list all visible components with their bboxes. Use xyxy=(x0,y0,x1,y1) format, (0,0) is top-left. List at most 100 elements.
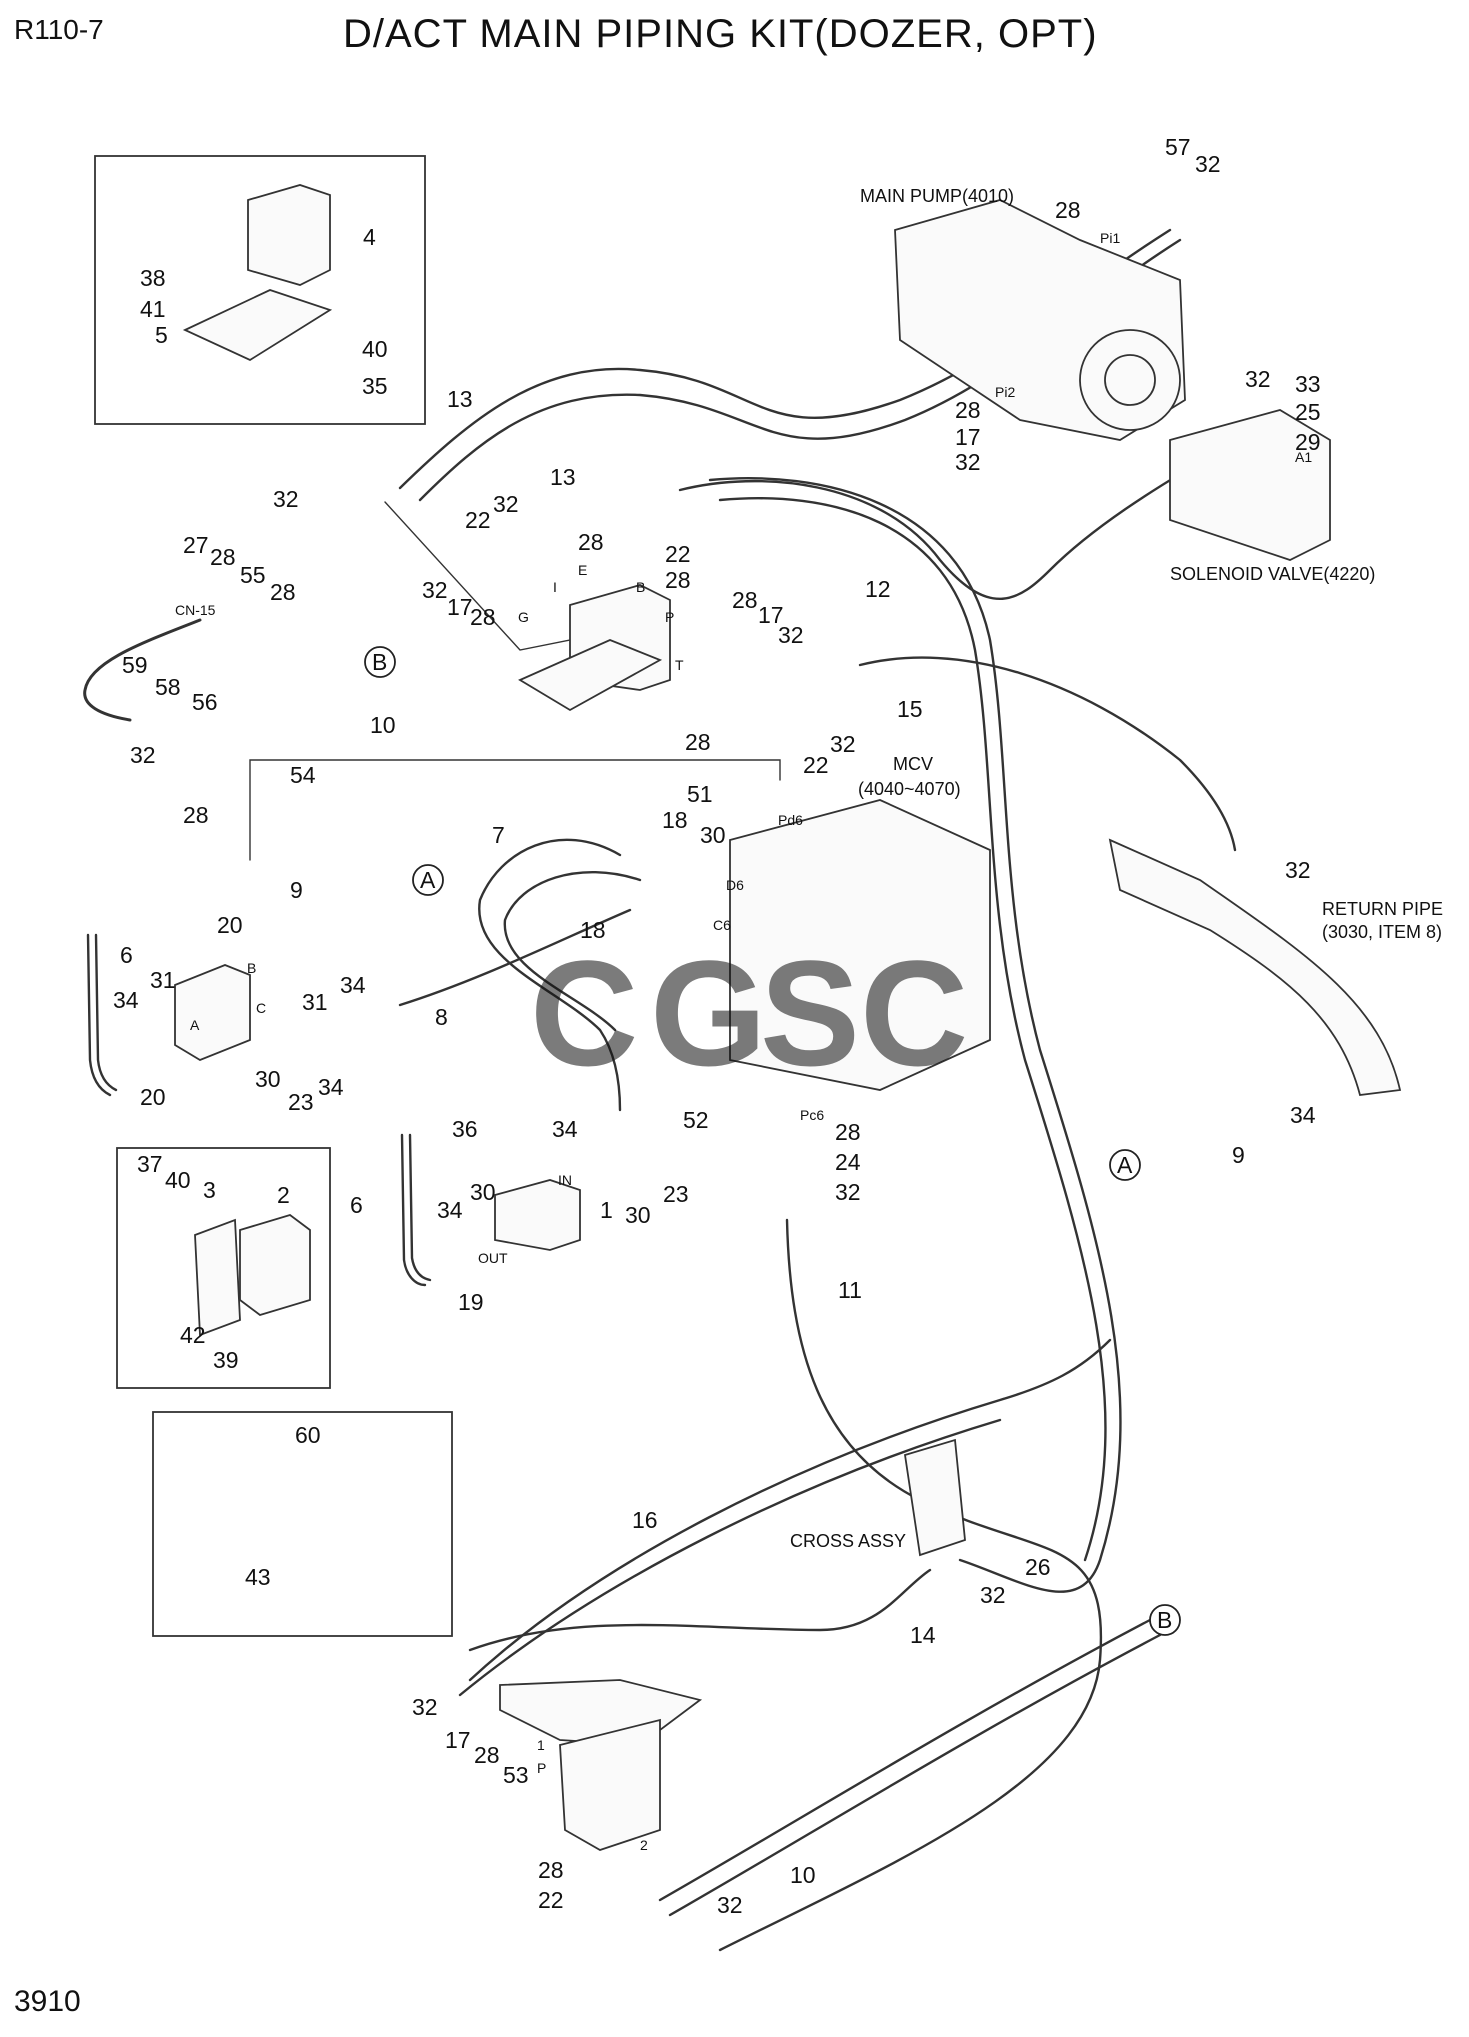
part-number: 28 xyxy=(538,1857,564,1883)
part-number: 17 xyxy=(955,424,981,450)
part-number: 32 xyxy=(130,742,156,768)
port-label: Pi2 xyxy=(995,384,1015,400)
svg-text:G: G xyxy=(650,929,767,1097)
part-number: 32 xyxy=(835,1179,861,1205)
part-number: 30 xyxy=(255,1066,281,1092)
part-number: 1 xyxy=(600,1197,613,1223)
port-label: P xyxy=(537,1760,546,1776)
part-number: 25 xyxy=(1295,399,1321,425)
part-number: 10 xyxy=(790,1862,816,1888)
part-number: 32 xyxy=(273,486,299,512)
port-label: Pc6 xyxy=(800,1107,824,1123)
part-number: 28 xyxy=(210,544,236,570)
part-number: 31 xyxy=(302,989,328,1015)
part-number: 34 xyxy=(340,972,366,998)
cable-cn15 xyxy=(83,618,202,722)
mcv-block xyxy=(729,799,991,1091)
part-number: 42 xyxy=(180,1322,206,1348)
part-number: 28 xyxy=(270,579,296,605)
pipe-10-a xyxy=(658,1618,1152,1902)
hose-16 xyxy=(468,1338,1112,1682)
port-label: I xyxy=(553,579,557,595)
part-number: 24 xyxy=(835,1149,861,1175)
shuttle-block-1 xyxy=(494,1179,581,1251)
port-label: 2 xyxy=(640,1837,648,1853)
part-number: 18 xyxy=(580,917,606,943)
part-number: 17 xyxy=(758,602,784,628)
label-main-pump: MAIN PUMP(4010) xyxy=(860,186,1014,206)
callout-circle xyxy=(1149,1604,1181,1636)
part-number: 19 xyxy=(458,1289,484,1315)
part-number: 10 xyxy=(370,712,396,738)
part-number: 40 xyxy=(165,1167,191,1193)
block-2 xyxy=(239,1214,311,1316)
part-number: 6 xyxy=(350,1192,363,1218)
port-label: OUT xyxy=(478,1250,508,1266)
solenoid-block-4 xyxy=(247,184,331,286)
part-number: 20 xyxy=(217,912,243,938)
port-label: T xyxy=(675,657,684,673)
components-layer xyxy=(94,155,1402,1851)
port-label: B xyxy=(247,960,256,976)
part-number: 51 xyxy=(687,781,713,807)
part-number: 16 xyxy=(632,1507,658,1533)
hose-14 xyxy=(468,1568,932,1652)
pipe-6-left-b xyxy=(94,933,118,1092)
watermark: C G S C xyxy=(530,929,968,1097)
callout-letter: B xyxy=(372,649,387,675)
pipe-6-mid-b xyxy=(408,1133,432,1282)
part-number: 59 xyxy=(122,652,148,678)
part-number: 33 xyxy=(1295,371,1321,397)
part-number: 30 xyxy=(625,1202,651,1228)
part-number: 34 xyxy=(318,1074,344,1100)
pipe-6-mid xyxy=(400,1133,427,1287)
part-number: 22 xyxy=(665,541,691,567)
callout-circle xyxy=(1109,1149,1141,1181)
pipe-6-left xyxy=(86,933,112,1097)
part-number: 31 xyxy=(150,967,176,993)
solenoid-valve-4220 xyxy=(1169,409,1331,561)
port-label: 1 xyxy=(537,1737,545,1753)
part-number: 15 xyxy=(897,696,923,722)
part-number: 54 xyxy=(290,762,316,788)
part-number: 32 xyxy=(980,1582,1006,1608)
part-number: 34 xyxy=(1290,1102,1316,1128)
port-label: Pd6 xyxy=(778,812,803,828)
port-label: A xyxy=(190,1017,200,1033)
model-code: R110-7 xyxy=(14,14,104,45)
label-cross-assy: CROSS ASSY xyxy=(790,1531,906,1551)
label-solenoid-valve: SOLENOID VALVE(4220) xyxy=(1170,564,1375,584)
part-number: 6 xyxy=(120,942,133,968)
part-number: 43 xyxy=(245,1564,271,1590)
part-number: 38 xyxy=(140,265,166,291)
callouts: A B A B xyxy=(364,646,1181,1636)
part-number: 32 xyxy=(830,731,856,757)
part-number: 34 xyxy=(113,987,139,1013)
callout-letter: B xyxy=(1157,1607,1172,1633)
pipe-7-b xyxy=(503,870,642,1032)
part-number: 32 xyxy=(1285,857,1311,883)
part-numbers: 4 38 41 5 40 35 57 32 28 13 13 32 33 25 … xyxy=(113,134,1321,1918)
svg-text:S: S xyxy=(760,929,860,1097)
hose-12 xyxy=(678,443,1232,601)
part-number: 32 xyxy=(955,449,981,475)
pipe-8 xyxy=(398,908,632,1007)
mounting-plate-5 xyxy=(182,289,333,362)
part-number: 8 xyxy=(435,1004,448,1030)
part-number: 9 xyxy=(290,877,303,903)
hose-16b xyxy=(458,1418,1002,1697)
page-title: D/ACT MAIN PIPING KIT(DOZER, OPT) xyxy=(343,12,1098,56)
svg-text:C: C xyxy=(530,929,638,1097)
part-number: 18 xyxy=(662,807,688,833)
part-number: 52 xyxy=(683,1107,709,1133)
label-return-pipe-ref: (3030, ITEM 8) xyxy=(1322,922,1442,942)
callout-circle xyxy=(364,646,396,678)
port-label: B xyxy=(636,579,645,595)
inset-box-3 xyxy=(152,1411,453,1637)
part-number: 28 xyxy=(1055,197,1081,223)
main-pipe-outer xyxy=(708,477,1122,1593)
part-number: 22 xyxy=(465,507,491,533)
return-pipe xyxy=(1108,838,1402,1096)
part-number: 4 xyxy=(363,224,376,250)
